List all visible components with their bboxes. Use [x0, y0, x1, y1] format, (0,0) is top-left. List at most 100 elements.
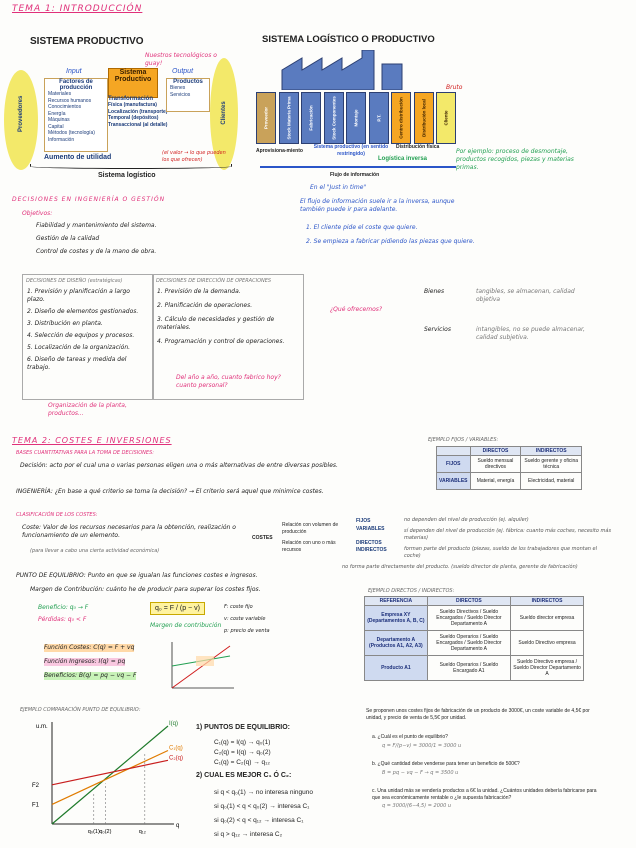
- chain-step-label: Fabricación: [308, 105, 314, 131]
- transform-title: Transformación: [108, 96, 154, 102]
- perdidas: Pérdidas: q₀ < F: [38, 616, 87, 623]
- flujo-arrow: [260, 166, 456, 168]
- cual-line: si q < q₀(1) → no interesa ninguno: [214, 789, 313, 796]
- table-cell: Sueldo Directivo empresa: [510, 630, 584, 656]
- diseno-title: DECISIONES DE DISEÑO (estratégicas): [26, 278, 123, 284]
- table-cell: VARIABLES: [436, 472, 471, 490]
- clientes-label: Clientes: [221, 101, 227, 125]
- mini-chart: [171, 642, 234, 689]
- x-tick-label: q₀(1): [88, 829, 100, 835]
- chain-row: Proveedor Stock Materia Prima Fabricación S…: [256, 90, 456, 146]
- clasif-label: CLASIFICACIÓN DE LOS COSTES:: [16, 512, 98, 518]
- objetivos-list: Fiabilidad y mantenimiento del sistema.G…: [36, 222, 236, 261]
- pe-title: 1) PUNTOS DE EQUILIBRIO:: [196, 724, 290, 731]
- chart-section-label: EJEMPLO COMPARACIÓN PUNTO DE EQUILIBRIO:: [20, 707, 141, 713]
- direccion-item: 2. Planificación de operaciones.: [157, 301, 253, 309]
- servicios-label: Servicios: [424, 326, 451, 333]
- transform-item: Física (manufactura): [108, 102, 157, 108]
- proveedores-ellipse: [4, 70, 38, 170]
- fijos-label: FIJOS: [356, 518, 371, 524]
- factores-item: Máquinas: [48, 117, 70, 123]
- cual-line: si q₀(2) < q < q₁₂ → interesa C₁: [214, 817, 304, 824]
- problem-question: c. Una unidad más se vendería productos …: [372, 788, 597, 801]
- fv-header: DIRECTOS: [469, 446, 522, 456]
- funcion-costes: Función Costes: C(q) = F + vq: [44, 644, 135, 652]
- cual-line: si q > q₁₂ → interesa C₂: [214, 831, 283, 838]
- table-cell: Departamento A (Productos A1, A2, A3): [364, 630, 428, 656]
- variables-label: VARIABLES: [356, 526, 385, 532]
- chain-step-label: Proveedor: [263, 106, 269, 130]
- rel-vol: Relación con volumen de producción: [282, 522, 339, 535]
- x-tick-label: q₁₂: [139, 829, 146, 835]
- funcion-ingresos: Función Ingresos: I(q) = pq: [44, 658, 126, 666]
- chain-step: Proveedor: [256, 92, 276, 144]
- table-row: Empresa XY (Departamentos A, B, C)Sueldo…: [364, 605, 584, 631]
- aumento-label: Aumento de utilidad: [44, 154, 112, 161]
- chain-step: Stock Materia Prima: [278, 92, 299, 144]
- diseno-item: 4. Selección de equipos y procesos.: [27, 331, 135, 339]
- transform-item: Temporal (depósitos): [108, 115, 159, 121]
- formula-box: q₀ = F / (p − v): [150, 602, 205, 615]
- factores-item: Capital: [48, 123, 64, 130]
- series-line: [51, 749, 169, 805]
- y-tick-label: F2: [32, 783, 40, 789]
- chain-step-label: Cliente: [443, 110, 449, 126]
- rel-uno: Relación con uno o más recursos: [282, 540, 336, 553]
- cual-line: si q₀(1) < q < q₀(2) → interesa C₁: [214, 803, 310, 810]
- diseno-box: DECISIONES DE DISEÑO (estratégicas) 1. P…: [22, 274, 154, 400]
- objetivo-item: Control de costes y de la mano de obra.: [36, 248, 157, 255]
- table-cell: Sueldo Operarios / Sueldo Encargados / S…: [426, 630, 512, 656]
- cual-title: 2) CUAL ES MEJOR C₁ Ó C₂:: [196, 772, 292, 779]
- log-inversa-label: Logística inversa: [378, 156, 428, 162]
- sp-restr-label: Sistema productivo (en sentido restringi…: [313, 144, 389, 157]
- aumento-note: (el valor → lo que pueden los que ofrece…: [162, 150, 226, 163]
- diseno-list: 1. Previsión y planificación a largo pla…: [23, 288, 153, 372]
- factores-item: Energía: [48, 110, 66, 117]
- chain-step-label: Stock Materia Prima: [286, 96, 291, 140]
- table-cell: Sueldo director empresa: [510, 605, 584, 631]
- di-header: DIRECTOS: [426, 596, 512, 606]
- series-line: [51, 725, 169, 825]
- pe-line: C₂(q) = I(q) → q₀(2): [214, 749, 271, 756]
- jit-title: En el "Just in time": [310, 184, 367, 191]
- problem-question: b. ¿Qué cantidad debe venderse para tene…: [372, 761, 520, 767]
- transform-item: Localización (transporte): [108, 108, 168, 115]
- x-tick-label: q₀(2): [99, 829, 111, 835]
- proveedores-label: Proveedores: [18, 95, 24, 132]
- factores-item: Métodos (tecnología): [48, 130, 95, 136]
- table-cell: Sueldo mensual directivos: [469, 455, 522, 473]
- series-label: C₁(q): [169, 746, 183, 752]
- bienes-desc: tangibles, se almacenan, calidad objetiv…: [476, 288, 575, 303]
- y-tick-label: F1: [32, 802, 40, 808]
- di-header: REFERENCIA: [364, 596, 428, 606]
- diseno-item: 3. Distribución en planta.: [27, 319, 103, 327]
- margen-def: Margen de Contribución: cuánto he de pro…: [30, 586, 261, 593]
- table-cell: Sueldo Directivos / Sueldo Encargados / …: [426, 605, 512, 631]
- cual-list: si q < q₀(1) → no interesa ninguno si q₀(…: [214, 786, 313, 842]
- series-line: [51, 759, 169, 786]
- tema2-title: TEMA 2: COSTES E INVERSIONES: [12, 436, 172, 445]
- chain-step: Stock Componentes: [323, 92, 344, 144]
- var-desc: sí dependen del nivel de producción (ej.…: [404, 528, 612, 541]
- coste-note: (para llevar a cabo una cierta actividad…: [30, 548, 160, 554]
- table-cell: Sueldo Operarios / Sueldo Encargado A1: [426, 655, 512, 681]
- decision-def: Decisión: acto por el cual una o varias …: [20, 462, 338, 469]
- dist-fisica-label: Distribución física: [396, 144, 440, 150]
- chain-step-label: Distribución local: [421, 99, 426, 137]
- fijos-desc: no dependen del nivel de producción (ej.…: [404, 517, 529, 523]
- table-cell: Sueldo gerente y oficina técnica: [520, 455, 582, 473]
- problem-question: a. ¿Cuál es el punto de equilibrio?: [372, 734, 448, 740]
- bruto-label: Bruto: [446, 84, 463, 91]
- input-label: Input: [66, 68, 82, 75]
- transform-box: Transformación Física (manufactura)Local…: [108, 96, 178, 128]
- chain-step-label: P.T.: [376, 114, 381, 122]
- chain-step-label: Montaje: [353, 109, 359, 127]
- f-desc: F: coste fijo: [224, 604, 253, 610]
